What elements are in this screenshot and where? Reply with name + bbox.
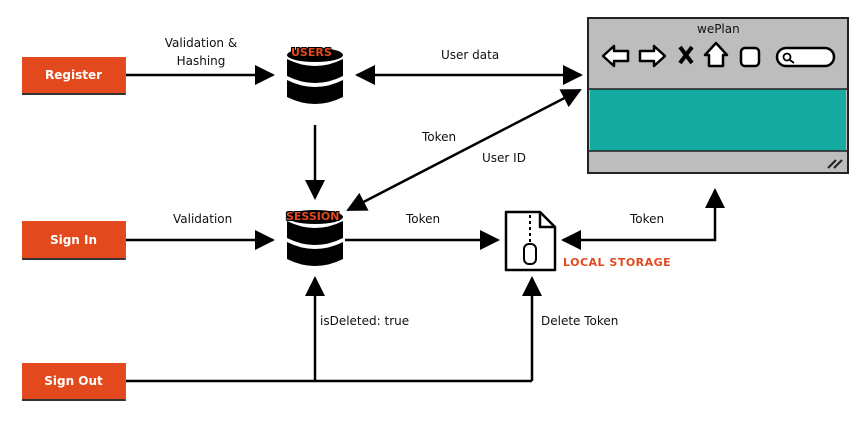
home-icon [703, 41, 729, 68]
label-user-id: User ID [482, 151, 526, 165]
close-icon [678, 45, 694, 65]
users-store-label: USERS [291, 46, 332, 59]
search-icon [782, 52, 795, 64]
label-token-session-local: Token [406, 212, 441, 226]
local-storage-label: LOCAL STORAGE [563, 256, 672, 269]
label-token-local-browser: Token [630, 212, 665, 226]
session-store-label: SESSION [286, 210, 340, 223]
search-bar [775, 46, 836, 68]
sign-in-button[interactable]: Sign In [22, 221, 126, 260]
arrow-local-browser [561, 188, 725, 250]
session-database-icon [287, 210, 343, 266]
label-validation-hashing-line2: Hashing [176, 54, 226, 68]
browser-window [587, 17, 849, 174]
sign-out-button[interactable]: Sign Out [22, 363, 126, 401]
bookmark-icon [739, 46, 761, 68]
label-delete-token: Delete Token [541, 314, 619, 328]
local-storage-file-icon [504, 210, 557, 272]
register-button[interactable]: Register [22, 57, 126, 95]
arrow-session-browser [346, 88, 582, 212]
users-database-icon [287, 48, 343, 104]
label-validation-signin: Validation [173, 212, 233, 226]
label-user-data: User data [441, 48, 500, 62]
back-arrow-icon [601, 44, 630, 68]
forward-arrow-icon [638, 44, 667, 68]
label-is-deleted: isDeleted: true [320, 314, 410, 328]
browser-title: wePlan [697, 22, 740, 36]
label-validation-hashing: Validation & Hashing [158, 34, 244, 70]
label-validation-hashing-line1: Validation & [164, 36, 238, 50]
label-token-session-browser: Token [422, 130, 457, 144]
